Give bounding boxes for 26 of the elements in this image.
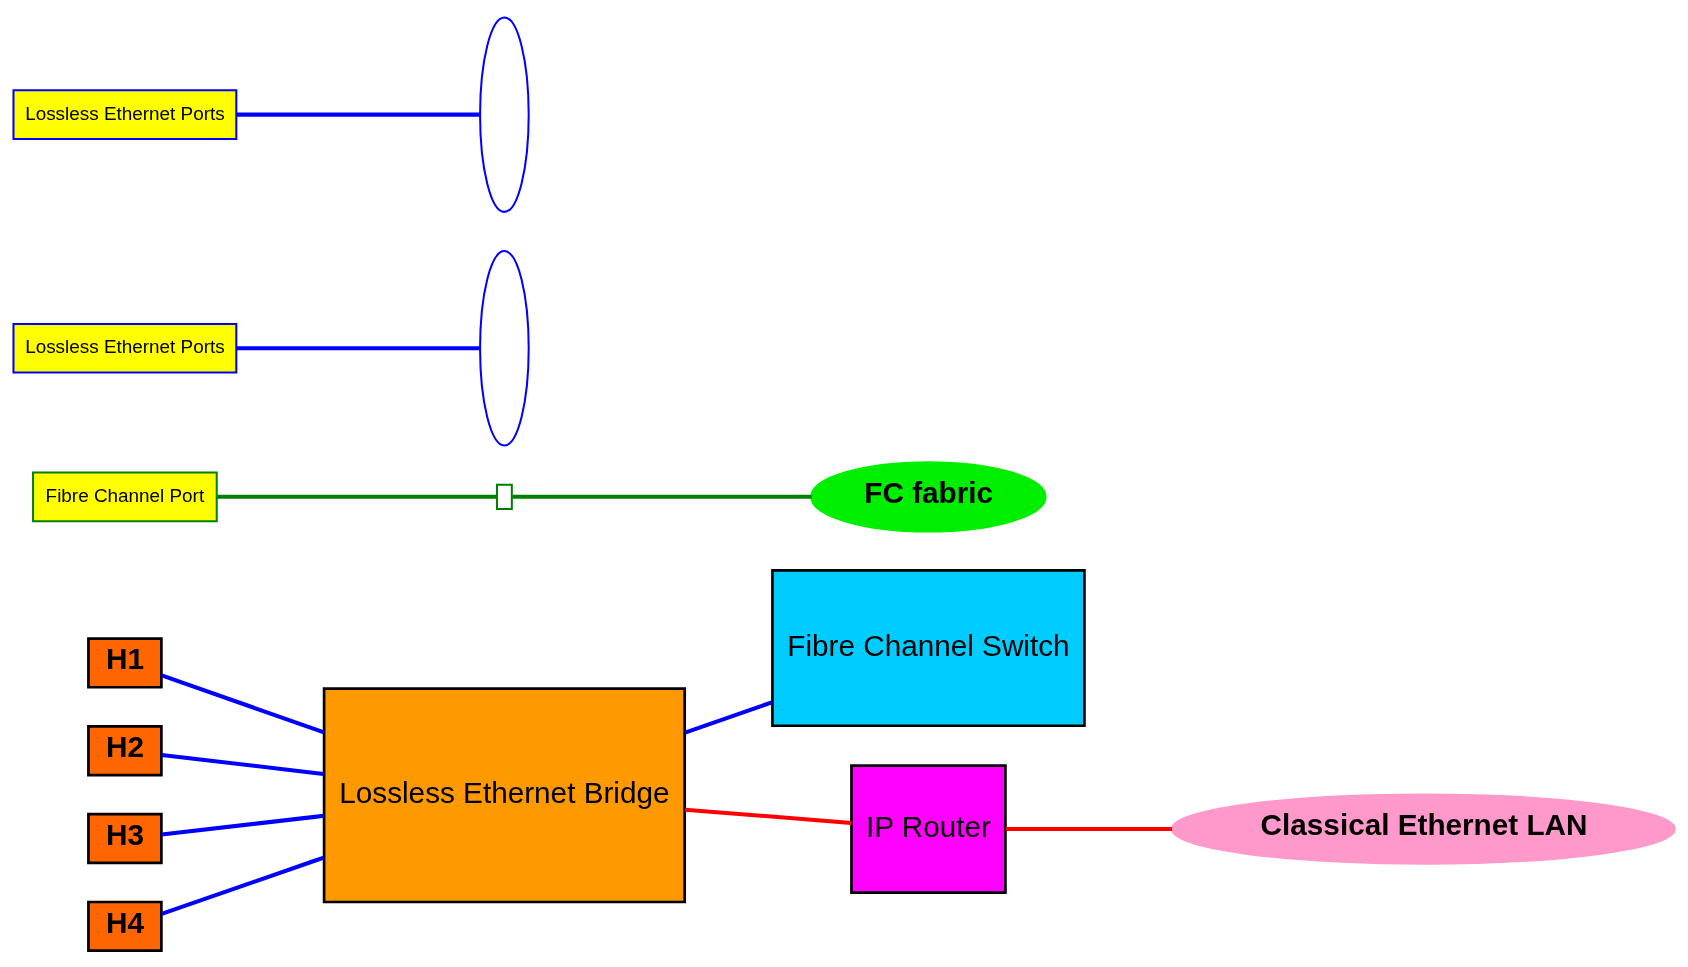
connector [236,112,481,117]
node-box: H1 [87,636,163,689]
node-ellipse: FC fabric [810,460,1047,532]
node-box: H2 [87,724,163,776]
connector [236,345,481,350]
connector [684,807,852,825]
node-box: H3 [87,812,163,864]
connector [161,673,325,734]
node-box: Lossless Ethernet Ports [12,322,238,374]
node-ellipse: Classical Ethernet LAN [1170,792,1676,865]
connector [512,494,812,499]
connector [1005,826,1173,831]
node-box: Fibre Channel Switch [771,568,1086,727]
node-box [495,483,513,510]
node-ellipse [479,249,530,447]
connector [161,855,325,916]
node-box: Lossless Ethernet Bridge [322,686,687,903]
node-box: Fibre Channel Port [32,471,218,522]
node-box: IP Router [850,763,1007,894]
connector [161,813,325,836]
node-box: H4 [87,900,163,952]
connector [684,699,773,735]
connector [217,494,497,499]
connector [161,752,325,776]
node-ellipse [479,15,530,213]
node-box: Lossless Ethernet Ports [12,88,238,140]
